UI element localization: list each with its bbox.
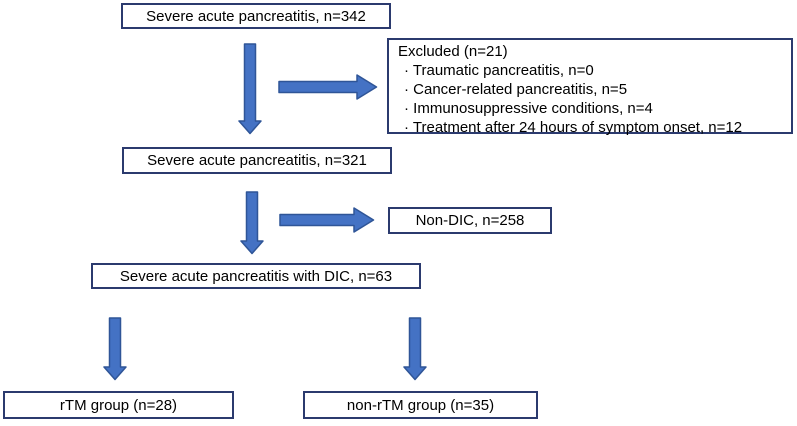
excluded-title: Excluded (n=21) — [398, 43, 508, 60]
arrow-eligible-to-dic-icon — [240, 191, 264, 255]
box-dic-patients: Severe acute pancreatitis with DIC, n=63 — [91, 263, 421, 289]
box-excluded: Excluded (n=21) · Traumatic pancreatitis… — [387, 38, 793, 136]
box-non-rtm-group: non-rTM group (n=35) — [303, 391, 538, 419]
excluded-item: · Traumatic pancreatitis, n=0 — [404, 62, 594, 79]
arrow-to-non-dic-icon — [279, 207, 375, 233]
excluded-item: · Immunosuppressive conditions, n=4 — [404, 100, 653, 117]
arrow-total-to-eligible-icon — [238, 43, 262, 135]
arrow-dic-to-non-rtm-icon — [403, 317, 427, 381]
box-eligible-patients: Severe acute pancreatitis, n=321 — [122, 147, 392, 174]
box-rtm-group: rTM group (n=28) — [3, 391, 234, 419]
excluded-item: · Treatment after 24 hours of symptom on… — [404, 119, 743, 136]
excluded-item: · Cancer-related pancreatitis, n=5 — [404, 81, 628, 98]
arrow-dic-to-rtm-icon — [103, 317, 127, 381]
arrow-to-excluded-icon — [278, 74, 378, 100]
box-non-dic: Non-DIC, n=258 — [388, 207, 552, 234]
box-total-patients: Severe acute pancreatitis, n=342 — [121, 3, 391, 29]
